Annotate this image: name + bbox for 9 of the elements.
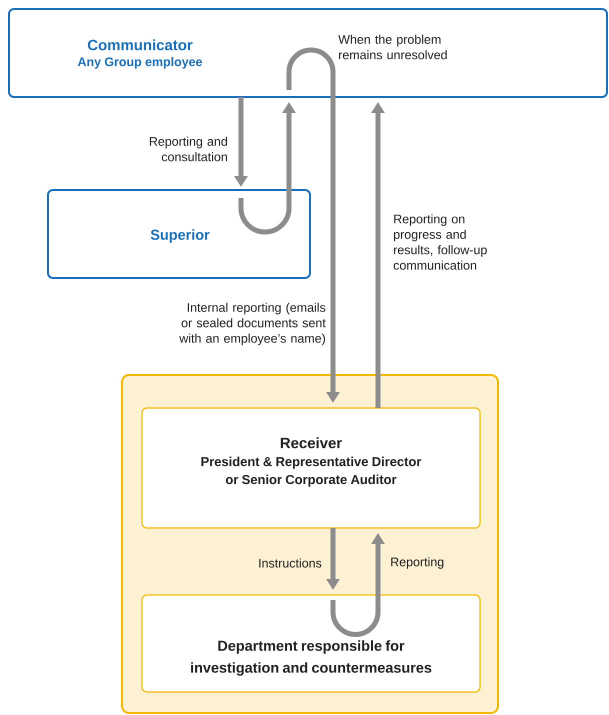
process-box: Department responsible for investigation and countermeasures [141,594,481,693]
edge-label: Reporting and consultation [150,136,227,162]
edge-label: Reporting [391,557,444,569]
edge-label: Instructions [259,558,322,568]
note-label: When the problem remains unresolved [338,34,447,60]
edge-label: Internal reporting (emails or sealed documents sent with an employee’s name) [179,302,326,346]
edge-label: Reporting on progress and results, follow-up communication [394,214,487,270]
process-box: Receiver President & Representative Director or Senior Corporate Auditor [141,407,481,529]
process-box: Superior [47,189,311,279]
